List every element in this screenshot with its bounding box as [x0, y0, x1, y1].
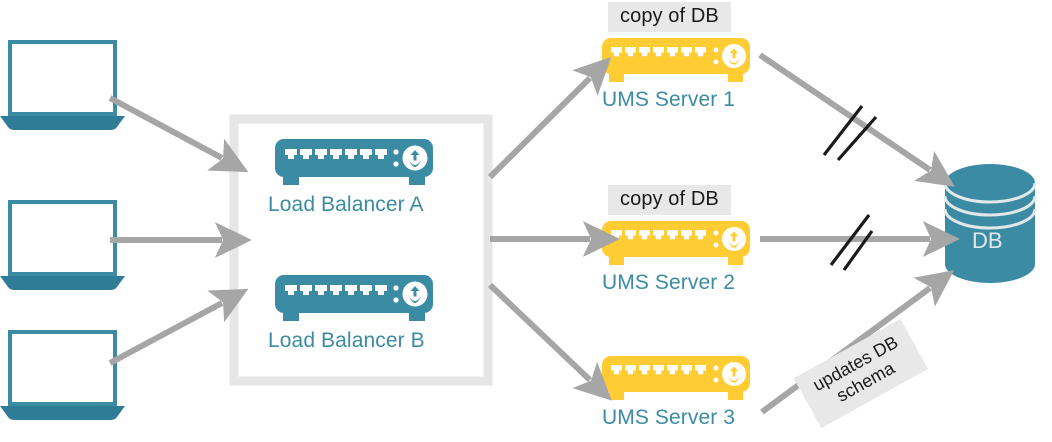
arrow-laptop1-to-lb [108, 95, 249, 173]
arrow-lb-to-ums1 [487, 56, 612, 180]
ums-server-2-label: UMS Server 2 [602, 271, 736, 294]
link-break-marks-ums1 [822, 105, 878, 162]
database-cylinder-icon [943, 164, 1037, 283]
laptop-icon-2 [0, 200, 125, 290]
database-label: DB [972, 228, 1003, 253]
ums-server-1-label: UMS Server 1 [602, 88, 736, 111]
arrow-laptop3-to-lb [108, 288, 249, 366]
arrow-lb-to-ums3 [487, 282, 612, 401]
load-balancer-a-label: Load Balancer A [268, 193, 424, 216]
laptop-icon-1 [0, 40, 125, 130]
copy-of-db-tag-ums1: copy of DB [608, 2, 731, 32]
link-break-marks-ums2 [829, 214, 874, 271]
copy-of-db-tag-ums2: copy of DB [608, 185, 731, 215]
server-icon-load-balancer-a [275, 139, 433, 185]
load-balancer-b-label: Load Balancer B [268, 329, 425, 352]
server-icon-ums-server-3 [602, 356, 750, 400]
arrow-ums1-to-db [758, 52, 955, 187]
laptop-icon-3 [0, 330, 125, 420]
ums-server-3-label: UMS Server 3 [602, 406, 736, 429]
server-icon-load-balancer-b [275, 275, 433, 321]
server-icon-ums-server-2 [602, 221, 750, 265]
server-icon-ums-server-1 [602, 38, 750, 82]
